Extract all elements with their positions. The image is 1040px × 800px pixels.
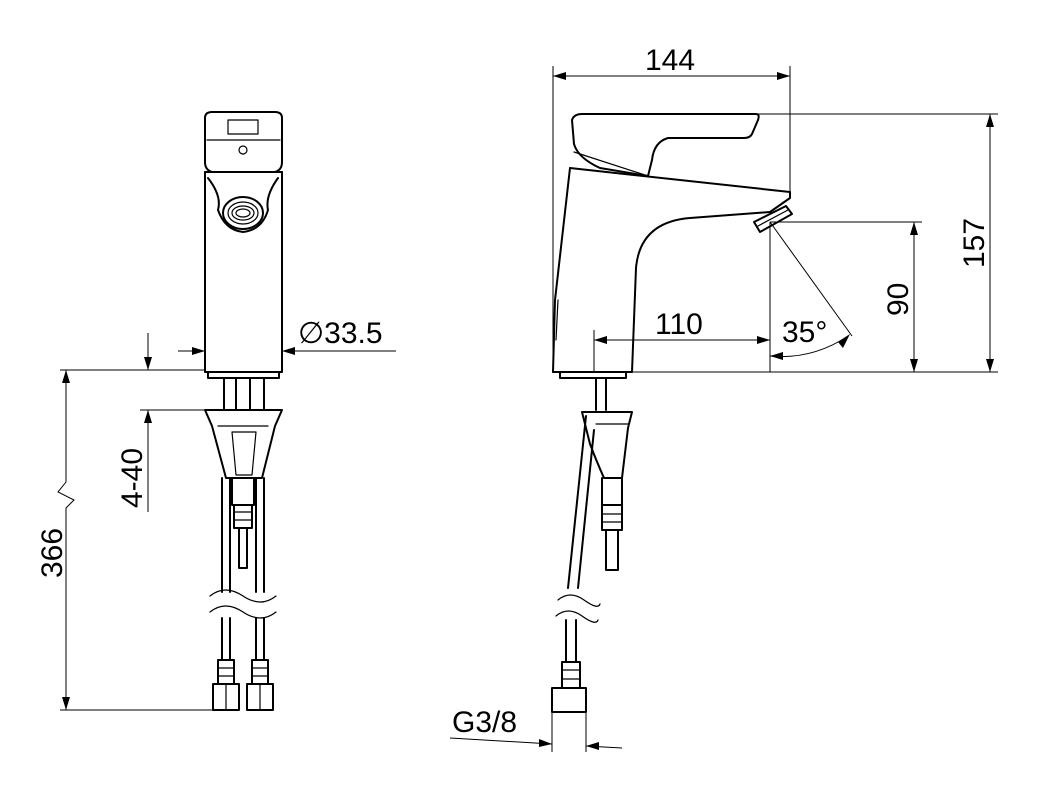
dimension-angle-35: 35° [782,316,827,349]
dimension-110: 110 [655,308,703,341]
dimension-diameter: ∅33.5 [298,317,383,350]
dimension-90: 90 [882,283,915,316]
dimension-157: 157 [958,218,991,268]
dimension-4-40: 4-40 [116,448,149,508]
front-dimensions [57,333,396,711]
front-view [204,111,283,711]
side-view [551,113,793,713]
dimension-thread: G3/8 [452,706,517,739]
dimension-144: 144 [645,44,695,77]
dimension-366: 366 [36,528,69,578]
side-dimensions [449,66,998,752]
